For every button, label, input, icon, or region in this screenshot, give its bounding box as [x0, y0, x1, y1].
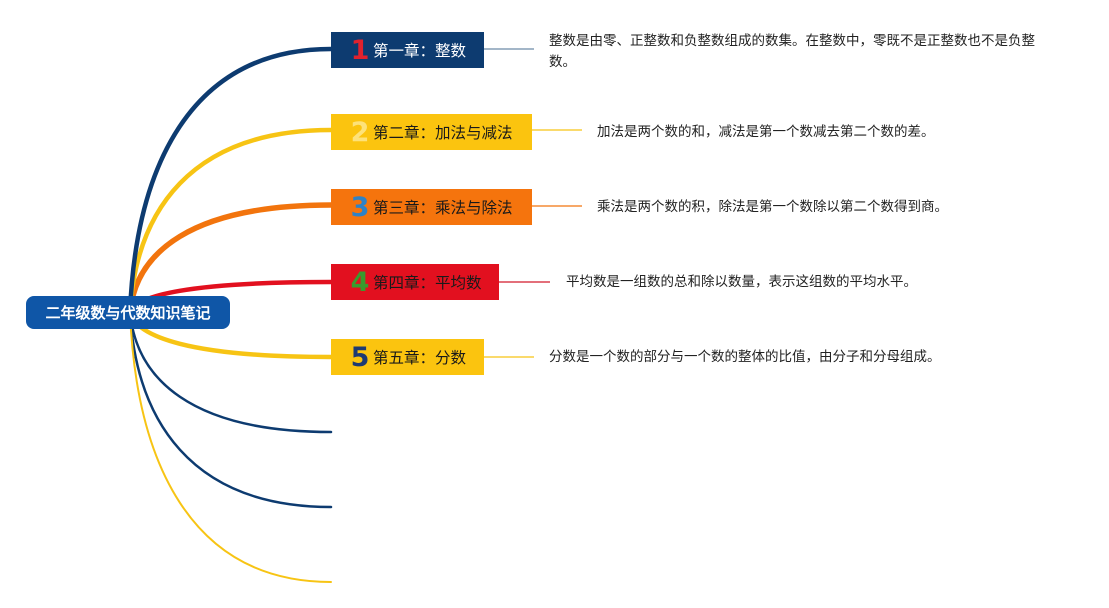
chapter-number-4: 4	[350, 266, 370, 298]
chapter-node-1[interactable]: 1 第一章：整数	[331, 32, 484, 68]
chapter-number-2: 2	[350, 116, 370, 148]
chapter-title-5: 第五章：分数	[373, 349, 467, 367]
chapter-number-1: 1	[350, 34, 370, 66]
chapter-node-2[interactable]: 2 第二章：加法与减法	[331, 114, 532, 150]
chapter-node-3[interactable]: 3 第三章：乘法与除法	[331, 189, 532, 225]
chapter-branch-2	[127, 127, 334, 315]
chapter-title-3: 第三章：乘法与除法	[373, 199, 513, 217]
chapter-number-3: 3	[350, 191, 370, 223]
empty-branch-1	[128, 310, 333, 434]
chapter-node-5[interactable]: 5 第五章：分数	[331, 339, 484, 375]
chapter-title-1: 第一章：整数	[373, 42, 467, 60]
empty-branch-2	[128, 310, 333, 509]
chapter-node-4[interactable]: 4 第四章：平均数	[331, 264, 499, 300]
chapter-number-5: 5	[350, 341, 370, 373]
chapter-title-4: 第四章：平均数	[373, 274, 482, 292]
chapter-note-4: 平均数是一组数的总和除以数量，表示这组数的平均水平。	[566, 274, 917, 290]
chapter-branch-1	[127, 46, 334, 315]
root-topic-label: 二年级数与代数知识笔记	[45, 304, 211, 322]
chapter-note-3: 乘法是两个数的积，除法是第一个数除以第二个数得到商。	[597, 199, 948, 215]
chapter-title-2: 第二章：加法与减法	[373, 124, 513, 142]
root-topic[interactable]: 二年级数与代数知识笔记	[26, 296, 230, 329]
chapter-note-5: 分数是一个数的部分与一个数的整体的比值，由分子和分母组成。	[549, 349, 941, 365]
chapter-branch-3	[127, 202, 334, 315]
chapter-note-1: 整数是由零、正整数和负整数组成的数集。在整数中，零既不是正整数也不是负整数。	[549, 33, 1035, 70]
chapter-note-2: 加法是两个数的和，减法是第一个数减去第二个数的差。	[597, 124, 935, 140]
empty-branch-3	[129, 311, 332, 583]
